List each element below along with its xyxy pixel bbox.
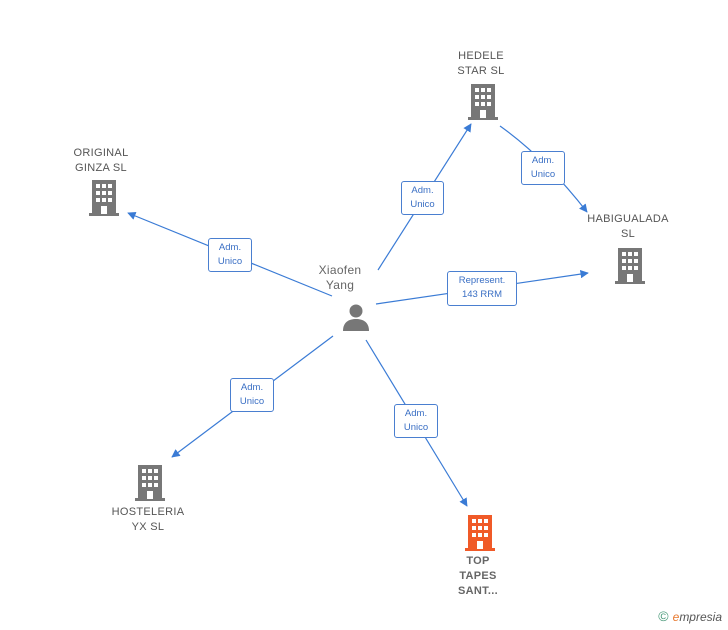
person-name[interactable]: Xiaofen Yang [318, 263, 362, 292]
edge-label-hosteleria: Adm. Unico [230, 378, 274, 412]
edge-label-hedele-habigualada: Adm. Unico [521, 151, 565, 185]
building-icon[interactable] [135, 465, 165, 501]
building-icon[interactable] [89, 180, 119, 216]
edge-label-top: Adm. Unico [394, 404, 438, 438]
company-name-hedele[interactable]: HEDELE STAR SL [457, 50, 505, 77]
edge-label-habigualada: Represent. 143 RRM [447, 271, 517, 306]
company-name-hosteleria[interactable]: HOSTELERIA YX SL [111, 506, 185, 533]
copyright-footer: ©empresia [658, 608, 722, 624]
edge-label-original: Adm. Unico [208, 238, 252, 272]
copyright-icon: © [658, 608, 669, 624]
edge-label-hedele: Adm. Unico [401, 181, 444, 215]
building-icon-focus[interactable] [465, 515, 495, 551]
building-icon[interactable] [615, 248, 645, 284]
building-icon[interactable] [468, 84, 498, 120]
company-name-habigualada[interactable]: HABIGUALADA SL [587, 213, 669, 240]
brand-logo: empresia [672, 610, 722, 624]
person-icon[interactable] [341, 302, 371, 332]
company-name-original[interactable]: ORIGINAL GINZA SL [73, 147, 129, 174]
company-name-top[interactable]: TOP TAPES SANT... [458, 555, 498, 597]
